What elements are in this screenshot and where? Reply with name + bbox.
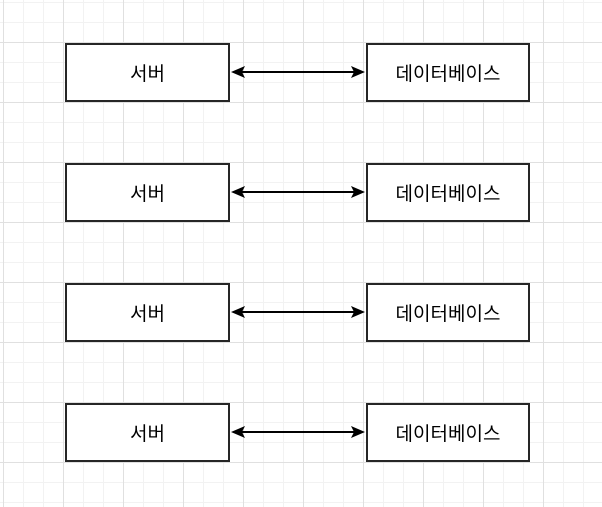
- server-node-2[interactable]: 서버: [65, 163, 230, 222]
- server-node-1[interactable]: 서버: [65, 43, 230, 102]
- arrow-left-head-icon: [231, 426, 245, 438]
- arrow-right-head-icon: [351, 306, 365, 318]
- arrow-right-head-icon: [351, 426, 365, 438]
- arrow-right-head-icon: [351, 66, 365, 78]
- server-node-3[interactable]: 서버: [65, 283, 230, 342]
- server-label: 서버: [130, 64, 165, 85]
- server-label: 서버: [130, 304, 165, 325]
- database-node-1[interactable]: 데이터베이스: [366, 43, 530, 102]
- database-label: 데이터베이스: [395, 64, 501, 85]
- arrow-left-head-icon: [231, 66, 245, 78]
- bidirectional-arrow-3[interactable]: [230, 303, 366, 321]
- server-node-4[interactable]: 서버: [65, 403, 230, 462]
- database-node-3[interactable]: 데이터베이스: [366, 283, 530, 342]
- arrow-left-head-icon: [231, 306, 245, 318]
- database-label: 데이터베이스: [395, 184, 501, 205]
- database-node-2[interactable]: 데이터베이스: [366, 163, 530, 222]
- database-label: 데이터베이스: [395, 424, 501, 445]
- database-label: 데이터베이스: [395, 304, 501, 325]
- bidirectional-arrow-4[interactable]: [230, 423, 366, 441]
- arrow-right-head-icon: [351, 186, 365, 198]
- arrow-left-head-icon: [231, 186, 245, 198]
- server-label: 서버: [130, 184, 165, 205]
- server-label: 서버: [130, 424, 165, 445]
- bidirectional-arrow-1[interactable]: [230, 63, 366, 81]
- bidirectional-arrow-2[interactable]: [230, 183, 366, 201]
- database-node-4[interactable]: 데이터베이스: [366, 403, 530, 462]
